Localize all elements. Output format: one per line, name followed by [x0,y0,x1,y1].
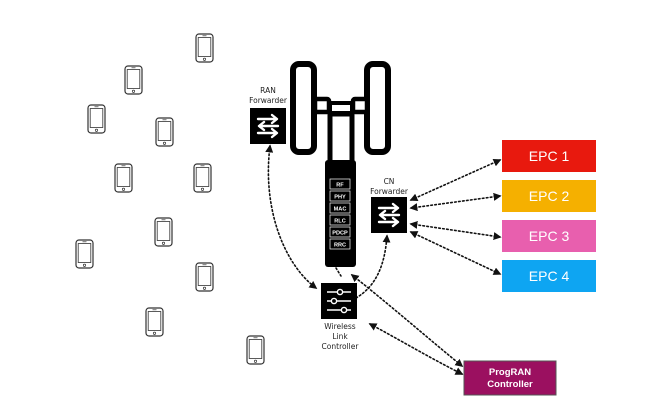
ran-forwarder-label: Forwarder [249,96,288,105]
epc-3-box [502,220,596,252]
epc-2-box [502,180,596,212]
wlc-label: Wireless [324,322,355,331]
stack-layer: RF [329,178,351,190]
smartphone-icon [155,117,174,147]
protocol-stack: RF PHY MAC RLC PDCP RRC [329,178,351,250]
smartphone-icon [246,335,265,365]
smartphone-icon [195,262,214,292]
cn-forwarder: CN Forwarder [369,177,409,235]
epc-4-box [502,260,596,292]
stack-layer-label: RF [336,182,344,188]
stack-layer-label: RLC [334,218,346,224]
progran-controller: ProgRAN Controller [463,360,557,396]
smartphone-icon [75,239,94,269]
stack-layer-label: PDCP [332,230,348,236]
stack-layer: PDCP [329,226,351,238]
network-switch-icon [248,106,288,146]
smartphone-icon [124,65,143,95]
stack-layer-label: MAC [334,206,347,212]
link-wlc-cn-forwarder [355,234,391,299]
smartphone-icon [87,104,106,134]
link-cn-epc2 [409,192,502,212]
link-tower-progran [350,274,464,368]
slider-controls-icon [321,283,357,319]
link-cn-epc4 [409,231,502,275]
link-wlc-progran [368,323,464,375]
ran-forwarder: RAN Forwarder [248,86,288,146]
smartphone-icon [154,217,173,247]
link-ran-forwarder-wlc [265,144,318,289]
epc-2-label: EPC 2 [529,188,570,204]
link-cn-epc1 [409,158,502,202]
links [265,144,502,375]
wlc-label: Link [332,332,348,341]
smartphone-icon [193,163,212,193]
epc-box: EPC 4 [502,260,596,292]
network-switch-icon [369,195,409,235]
stack-layer-label: PHY [334,194,346,200]
wireless-link-controller: Wireless Link Controller [321,283,359,351]
epc-box: EPC 2 [502,180,596,212]
stack-layer: RRC [329,238,351,250]
stack-layer: RLC [329,214,351,226]
epc-4-label: EPC 4 [529,268,570,284]
stack-layer: PHY [329,190,351,202]
epc-box: EPC 3 [502,220,596,252]
smartphone-icon [195,33,214,63]
progran-controller-label: Controller [487,379,533,390]
epc-3-label: EPC 3 [529,228,570,244]
link-tower-wlc [335,267,342,277]
wlc-label: Controller [322,342,360,351]
stack-layer-label: RRC [334,242,346,248]
progran-controller-box [463,360,557,396]
smartphone-icon [114,163,133,193]
epc-1-label: EPC 1 [529,148,570,164]
ran-forwarder-label: RAN [260,86,276,95]
cn-forwarder-label: Forwarder [370,187,409,196]
epc-1-box [502,140,596,172]
progran-controller-label: ProgRAN [489,367,531,378]
epc-box: EPC 1 [502,140,596,172]
smartphone-icon [145,307,164,337]
link-cn-epc3 [409,220,502,241]
stack-layer: MAC [329,202,351,214]
cn-forwarder-label: CN [384,177,395,186]
mobile-devices [75,33,265,365]
